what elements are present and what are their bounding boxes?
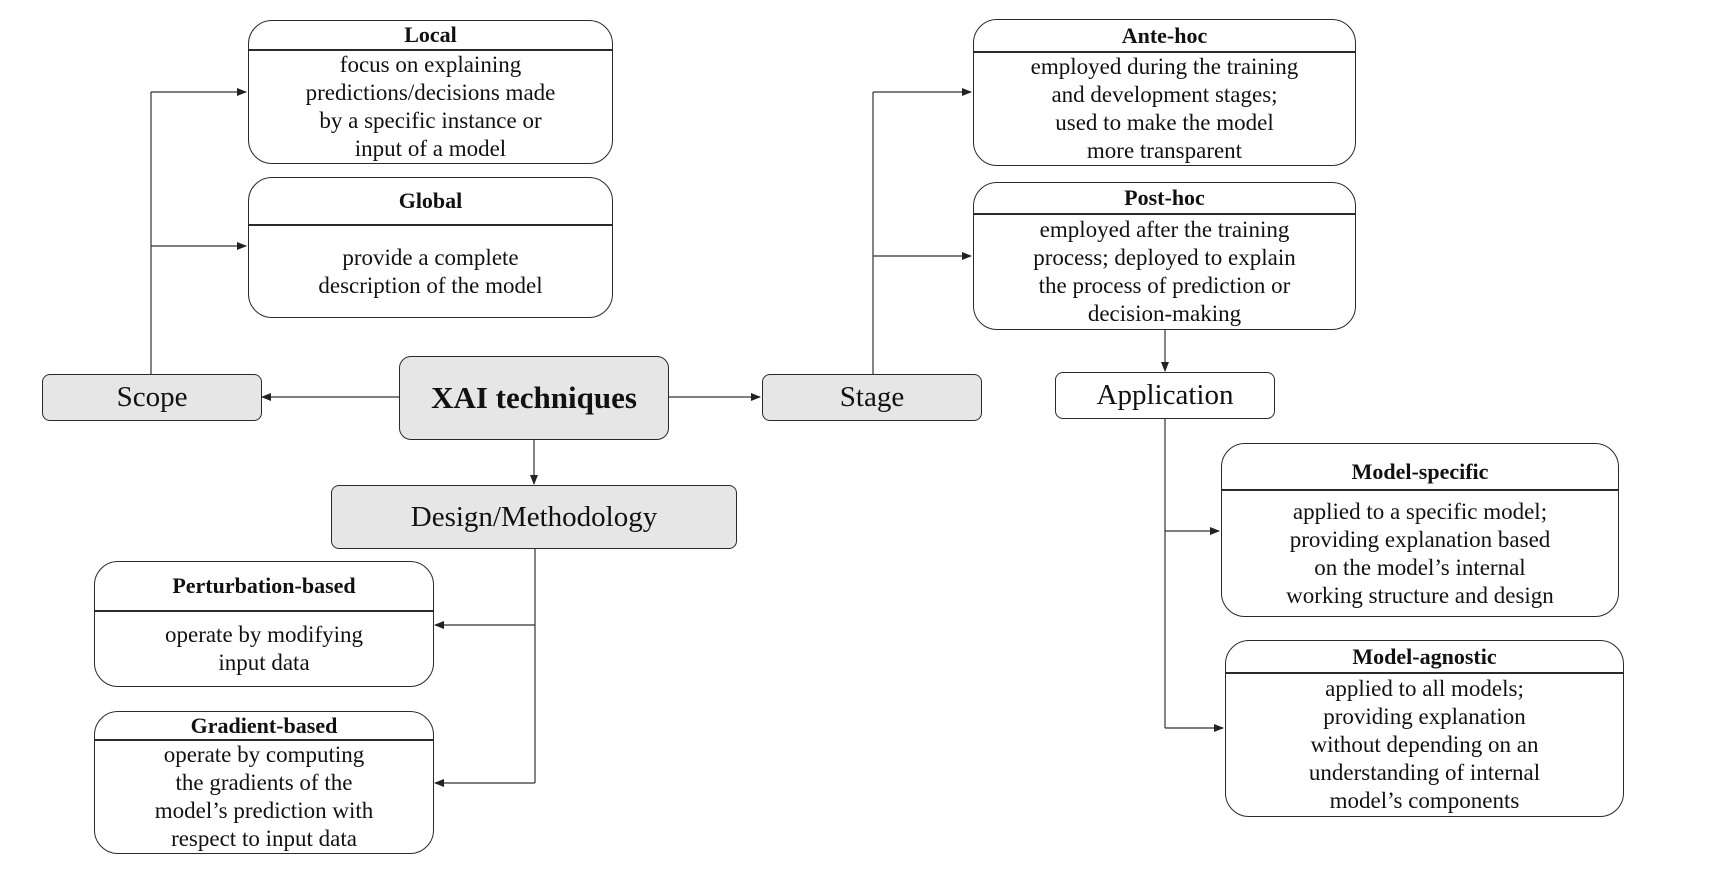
card-line: the process of prediction or (1038, 273, 1291, 298)
post-hoc-card-title: Post-hoc (974, 183, 1355, 215)
model-agnostic-card-title: Model-agnostic (1226, 641, 1623, 674)
design-methodology-node: Design/Methodology (331, 485, 737, 549)
scope-node: Scope (42, 374, 262, 421)
card-line: applied to all models; (1325, 676, 1524, 701)
application-node: Application (1055, 372, 1275, 419)
local-card-body: focus on explaining predictions/decision… (249, 51, 612, 163)
post-hoc-card-body: employed after the training process; dep… (974, 215, 1355, 329)
card-line: input of a model (354, 136, 507, 161)
global-card-title: Global (249, 178, 612, 226)
card-line: the gradients of the (175, 770, 353, 795)
card-line: focus on explaining (339, 52, 522, 77)
stage-node: Stage (762, 374, 982, 421)
model-specific-card: Model-specific applied to a specific mod… (1221, 443, 1619, 617)
card-line: providing explanation based (1289, 526, 1551, 552)
card-line: description of the model (318, 272, 543, 298)
card-line: predictions/decisions made (305, 80, 556, 105)
card-line: applied to a specific model; (1292, 498, 1548, 524)
perturbation-based-card-title: Perturbation-based (95, 562, 433, 612)
card-line: on the model’s internal (1314, 554, 1526, 580)
model-specific-card-body: applied to a specific model; providing e… (1222, 491, 1618, 616)
post-hoc-card: Post-hoc employed after the training pro… (973, 182, 1356, 330)
card-line: working structure and design (1286, 582, 1554, 608)
xai-techniques-node: XAI techniques (399, 356, 669, 440)
card-line: employed after the training (1039, 217, 1290, 242)
card-line: without depending on an (1310, 732, 1539, 757)
card-line: operate by modifying (164, 622, 363, 647)
model-agnostic-card: Model-agnostic applied to all models; pr… (1225, 640, 1624, 817)
card-line: decision-making (1087, 301, 1242, 326)
perturbation-based-card: Perturbation-based operate by modifying … (94, 561, 434, 687)
ante-hoc-card-title: Ante-hoc (974, 20, 1355, 53)
card-line: operate by computing (163, 742, 365, 767)
card-line: process; deployed to explain (1033, 245, 1296, 270)
card-line: and development stages; (1051, 82, 1278, 107)
card-line: employed during the training (1030, 54, 1299, 79)
model-specific-card-title: Model-specific (1222, 444, 1618, 491)
card-line: input data (218, 650, 310, 675)
global-card: Global provide a complete description of… (248, 177, 613, 318)
gradient-based-card: Gradient-based operate by computing the … (94, 711, 434, 854)
card-line: used to make the model (1055, 110, 1274, 135)
card-line: provide a complete (342, 244, 519, 270)
card-line: understanding of internal (1308, 760, 1541, 785)
gradient-based-card-body: operate by computing the gradients of th… (95, 741, 433, 853)
perturbation-based-card-body: operate by modifying input data (95, 612, 433, 686)
model-agnostic-card-body: applied to all models; providing explana… (1226, 674, 1623, 816)
global-card-body: provide a complete description of the mo… (249, 226, 612, 317)
local-card: Local focus on explaining predictions/de… (248, 20, 613, 164)
local-card-title: Local (249, 21, 612, 51)
card-line: model’s prediction with (154, 798, 374, 823)
card-line: more transparent (1086, 138, 1243, 163)
card-line: providing explanation (1323, 704, 1526, 729)
card-line: respect to input data (171, 826, 357, 851)
ante-hoc-card: Ante-hoc employed during the training an… (973, 19, 1356, 166)
gradient-based-card-title: Gradient-based (95, 712, 433, 741)
card-line: model’s components (1329, 788, 1520, 813)
card-line: by a specific instance or (319, 108, 542, 133)
ante-hoc-card-body: employed during the training and develop… (974, 53, 1355, 165)
